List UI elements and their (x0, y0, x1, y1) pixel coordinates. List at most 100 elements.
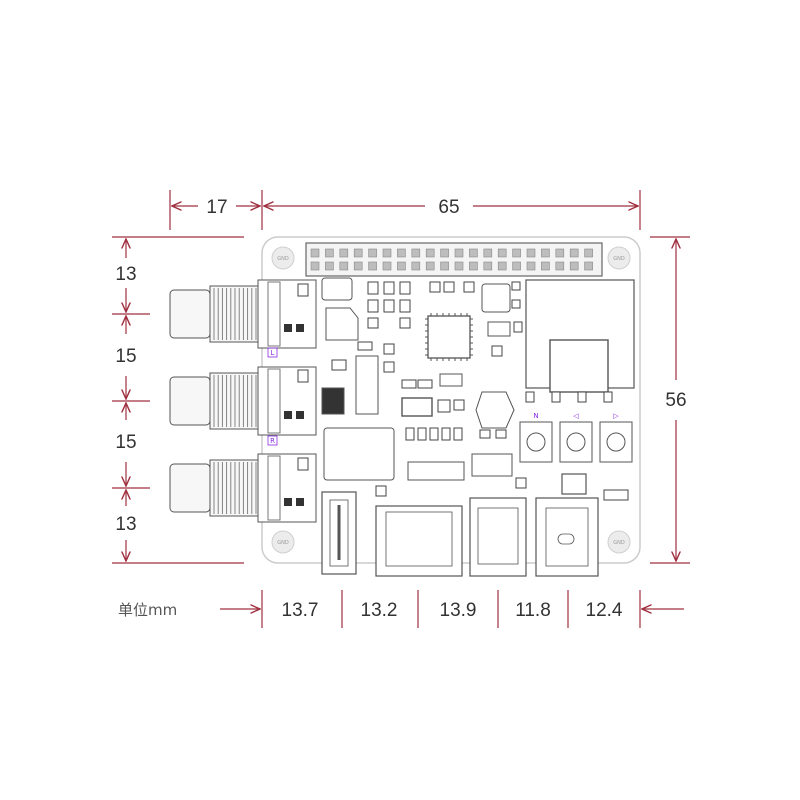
smd-passive (399, 317, 411, 329)
svg-text:▷: ▷ (613, 412, 619, 420)
mounting-hole: GND (271, 530, 295, 554)
gpio-pin (339, 261, 349, 271)
channel-label-left: L (267, 347, 278, 358)
mounting-hole: GND (607, 246, 631, 270)
svg-text:GND: GND (613, 256, 625, 262)
smd-passive (383, 299, 395, 313)
gpio-pin (526, 248, 536, 258)
smd-passive (297, 369, 309, 383)
gpio-pin (555, 261, 565, 271)
gpio-pin (325, 248, 334, 258)
smd-passive (463, 281, 475, 293)
module-chip (549, 339, 609, 393)
smd-passive (375, 485, 387, 497)
gpio-pin (512, 248, 521, 258)
smd-chip (561, 473, 587, 495)
smd-passive (603, 391, 613, 403)
smd-passive (399, 299, 411, 313)
smd-passive (491, 345, 503, 357)
ethernet-connector (535, 497, 599, 577)
gpio-pin (397, 261, 406, 271)
gpio-pin (368, 261, 377, 271)
gpio-pin (353, 261, 363, 271)
audio-jack (321, 491, 357, 575)
smd-passive (577, 391, 587, 403)
gpio-pin (454, 248, 464, 258)
tactile-button-1: N (519, 412, 553, 463)
smd-passive (405, 427, 415, 441)
gpio-pin (541, 248, 550, 258)
dimension-lines (112, 190, 690, 628)
usb-connector (469, 497, 527, 577)
dim-bottom-segment: 13.7 (282, 600, 319, 621)
smd-passive (417, 379, 433, 389)
smd-passive (479, 429, 491, 439)
channel-label-right: R (267, 435, 278, 446)
smd-passive (603, 489, 629, 501)
smd-chip (471, 453, 513, 477)
smd-passive (383, 343, 395, 355)
gpio-pin (440, 261, 449, 271)
smd-passive (383, 281, 395, 295)
svg-text:GND: GND (277, 256, 289, 262)
smd-passive (511, 299, 521, 309)
smd-chip (439, 373, 463, 387)
main-ic (427, 315, 471, 359)
dim-top-left: 17 (206, 197, 227, 218)
gpio-pin (497, 261, 507, 271)
gpio-pin (339, 248, 349, 258)
smd-passive (429, 427, 439, 441)
smd-passive (511, 281, 521, 291)
dim-bottom-segment: 13.2 (361, 600, 398, 621)
gpio-pin (497, 248, 507, 258)
pcb-board: GND GND GND GND (169, 236, 641, 577)
smd-passive (417, 427, 427, 441)
smd-passive (551, 391, 561, 403)
dim-top-width: 65 (438, 197, 459, 218)
smd-chip (355, 355, 379, 415)
tactile-button-2: ◁ (559, 412, 593, 463)
pcb-components (321, 277, 635, 495)
gpio-pin (483, 248, 493, 258)
crystal (325, 307, 359, 341)
svg-text:L: L (271, 349, 275, 357)
smd-passive (367, 299, 379, 313)
smd-passive (441, 427, 451, 441)
smd-passive (367, 281, 379, 295)
gpio-pin (454, 261, 464, 271)
dim-bottom-segment: 12.4 (586, 600, 623, 621)
gpio-pin (555, 248, 565, 258)
smd-passive (357, 341, 373, 351)
svg-text:R: R (270, 437, 275, 445)
dim-left-segment: 13 (115, 514, 136, 535)
smd-passive (401, 379, 417, 389)
hdmi-connector (375, 505, 463, 577)
dim-left-segment: 15 (115, 346, 136, 367)
gpio-pin (512, 261, 521, 271)
smd-passives (297, 281, 629, 501)
smd-passive (367, 317, 379, 329)
mounting-hole: GND (607, 530, 631, 554)
gpio-pin (584, 261, 593, 271)
smd-passive (453, 399, 465, 411)
smd-passive (443, 281, 455, 293)
smd-passive (513, 321, 523, 333)
smd-passive (525, 391, 535, 403)
gpio-pin (483, 261, 493, 271)
dim-left-segment: 15 (115, 432, 136, 453)
gpio-pin (569, 248, 579, 258)
smd-passive (399, 281, 411, 295)
small-ic (481, 283, 511, 313)
gpio-pin (310, 248, 320, 258)
oscillator (321, 277, 353, 301)
gpio-pin (584, 248, 593, 258)
tactile-button-3: ▷ (599, 412, 633, 463)
gpio-pin (382, 248, 392, 258)
gpio-pin (368, 248, 377, 258)
smd-chip (401, 397, 433, 417)
dim-bottom-segment: 13.9 (440, 600, 477, 621)
gpio-pin (569, 261, 579, 271)
mounting-hole: GND (271, 246, 295, 270)
smd-passive (515, 477, 527, 489)
